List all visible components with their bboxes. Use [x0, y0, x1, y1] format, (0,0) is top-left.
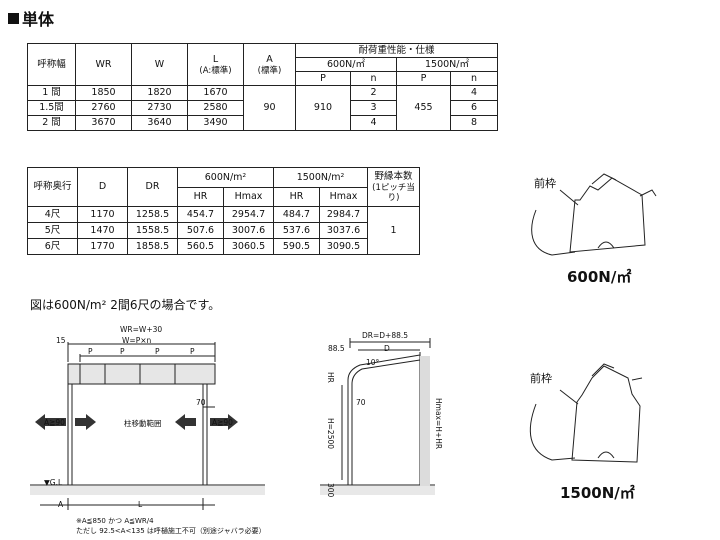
dim-a: A [58, 500, 64, 509]
title-text: 単体 [22, 10, 55, 29]
row-name: 2 間 [27, 115, 76, 131]
profile-600-drawing [531, 173, 657, 256]
cell-n-1500: 8 [450, 115, 498, 131]
header-count: 野縁本数(1ピッチ当り) [367, 167, 420, 207]
header-d: D [77, 167, 128, 207]
footnote-2: ただし 92.5<A<135 は呼樋施工不可（別途ジャバラ必要） [76, 527, 266, 535]
dim-p: P [120, 347, 125, 356]
gl-label: ▼G.L [44, 478, 63, 487]
wall-hatch [420, 356, 430, 486]
header-dr: DR [127, 167, 178, 207]
dim-p: P [88, 347, 93, 356]
header-wr: WR [75, 43, 132, 86]
dim-hr: HR [326, 372, 335, 383]
depth-spec-table: 呼称奥行 D DR 600N/m² 1500N/m² 野縁本数(1ピッチ当り) … [27, 167, 420, 255]
cell-p-600: 910 [295, 85, 351, 131]
header-name: 呼称奥行 [27, 167, 78, 207]
profile-1500-drawing [529, 363, 643, 463]
profile-600-unit: 600N/㎡ [567, 268, 632, 286]
section-title: 単体 [8, 6, 54, 30]
square-bullet-icon [8, 12, 19, 24]
profile-600-label: 前枠 [534, 177, 556, 190]
cell-hmax: 3090.5 [319, 238, 368, 255]
dim-a-right: A≧90 [212, 418, 233, 427]
dim-70-side: 70 [356, 398, 366, 407]
dim-angle: 10° [366, 358, 380, 367]
dim-p: P [155, 347, 160, 356]
table-row: 6尺 1770 1858.5 560.5 3060.5 590.5 3090.5 [27, 238, 420, 255]
header-w: W [131, 43, 188, 86]
dim-70: 70 [196, 398, 206, 407]
dim-a-left: A≧90 [44, 418, 65, 427]
table-row: 2 間 3670 3640 3490 4 8 [27, 115, 498, 131]
dim-l: L [138, 500, 143, 509]
cell-p-1500: 455 [396, 85, 451, 131]
dim-d: D [384, 344, 390, 353]
header-name: 呼称幅 [27, 43, 76, 86]
post-move-range: 柱移動範囲 [124, 419, 162, 428]
figure-note: 図は600N/m² 2間6尺の場合です。 [30, 298, 221, 312]
profile-1500-label: 前枠 [530, 372, 552, 385]
dim-300: 300 [326, 483, 335, 498]
cell-count: 1 [367, 206, 420, 255]
cell-dr: 1858.5 [127, 238, 178, 255]
cell-hmax: 3060.5 [223, 238, 274, 255]
dim-dr: DR=D+88.5 [362, 331, 409, 340]
dim-hmax: Hmax=H+HR [434, 398, 443, 450]
dim-p: P [190, 347, 195, 356]
ground-hatch [320, 486, 435, 495]
dim-15: 15 [56, 336, 66, 345]
dim-w: W=P×n [122, 336, 152, 345]
profile-1500-unit: 1500N/㎡ [560, 484, 635, 502]
ground-hatch [30, 486, 265, 495]
footnote-1: ※A≦850 かつ A≦WR/4 [76, 517, 154, 525]
dim-h: H=2500 [326, 418, 335, 450]
arrows [35, 414, 238, 430]
width-spec-table: 呼称幅 WR W L(A:標準) A(標準) 耐荷重性能・仕様 600N/㎡ 1… [27, 43, 498, 131]
dim-wr: WR=W+30 [120, 325, 163, 334]
cell-n-600: 4 [350, 115, 397, 131]
cell-l: 3490 [187, 115, 244, 131]
dim-885: 88.5 [328, 344, 345, 353]
table-row: 4尺 1170 1258.5 454.7 2954.7 484.7 2984.7… [27, 206, 420, 255]
front-view-drawing [30, 342, 265, 510]
